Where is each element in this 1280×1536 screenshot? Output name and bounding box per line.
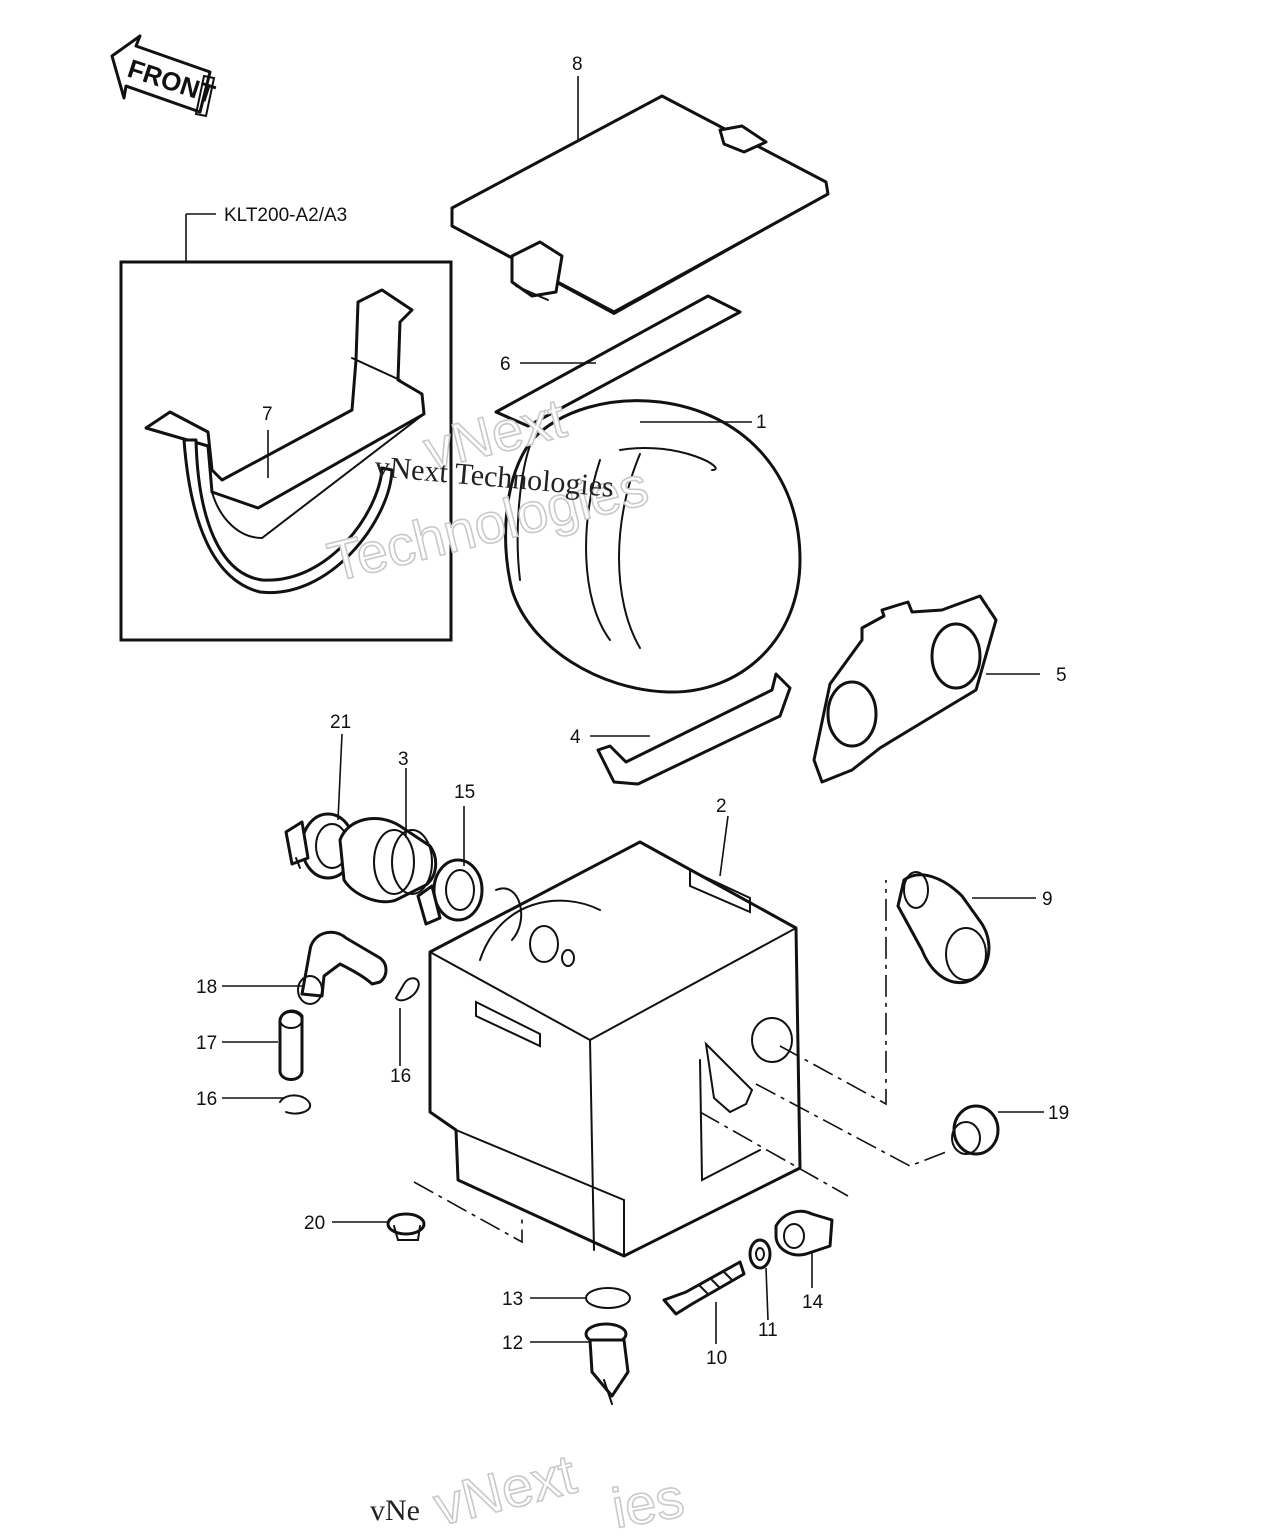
part-5-plate [812, 594, 998, 784]
callout-17: 17 [196, 1033, 217, 1054]
part-3-duct [338, 817, 438, 904]
part-7-bracket [144, 288, 426, 594]
callout-19: 19 [1048, 1103, 1069, 1124]
part-11-washer [748, 1238, 772, 1270]
callout-15: 15 [454, 782, 475, 803]
part-16-clip-a [394, 977, 420, 1002]
callout-5: 5 [1056, 665, 1067, 686]
variant-label: KLT200-A2/A3 [224, 205, 347, 226]
callout-2: 2 [716, 796, 727, 817]
part-13-o-ring [585, 1287, 631, 1309]
variant-inset-box: KLT200-A2/A3 [119, 205, 453, 642]
watermark-vnext-bottom: vNext [428, 1442, 583, 1536]
part-14-collar [774, 1209, 834, 1257]
part-1-filter-element [504, 399, 802, 694]
part-15-clamp [416, 858, 484, 926]
callout-leaders [222, 76, 1044, 1344]
callout-20: 20 [304, 1213, 325, 1234]
callout-4: 4 [570, 727, 581, 748]
part-17-tube [278, 1009, 304, 1081]
callout-1: 1 [756, 412, 767, 433]
callout-12: 12 [502, 1333, 523, 1354]
watermark-vne-bottom: vNe [370, 1494, 420, 1527]
part-16-clip-b [279, 1094, 312, 1115]
part-6-gasket-strip [494, 294, 742, 428]
callout-21: 21 [330, 712, 351, 733]
callout-numbers: 8 1 2 3 4 5 6 7 9 10 11 12 13 14 15 16 1… [196, 54, 1069, 1369]
part-18-hose [297, 930, 388, 1005]
part-20-plug [386, 1212, 426, 1241]
callout-6: 6 [500, 354, 511, 375]
callout-13: 13 [502, 1289, 523, 1310]
part-9-pipe [896, 871, 991, 985]
callout-16-b: 16 [196, 1089, 217, 1110]
part-19-grommet [951, 1104, 1000, 1156]
callout-14: 14 [802, 1292, 824, 1313]
callout-3: 3 [398, 749, 409, 770]
callout-18: 18 [196, 977, 217, 998]
part-2-air-box [428, 840, 802, 1258]
front-arrow-icon: FRONT [110, 34, 219, 118]
part-12-drain [584, 1322, 630, 1405]
callout-8: 8 [572, 54, 583, 75]
assembly-lines [413, 880, 947, 1244]
part-4-stay [596, 672, 792, 786]
callout-7: 7 [262, 404, 273, 425]
callout-9: 9 [1042, 889, 1053, 910]
callout-10: 10 [706, 1348, 727, 1369]
callout-16-a: 16 [390, 1066, 411, 1087]
part-8-cover [450, 94, 830, 316]
watermark-ies-bottom: ies [607, 1465, 688, 1536]
callout-11: 11 [758, 1320, 778, 1341]
part-10-bolt [662, 1260, 746, 1316]
